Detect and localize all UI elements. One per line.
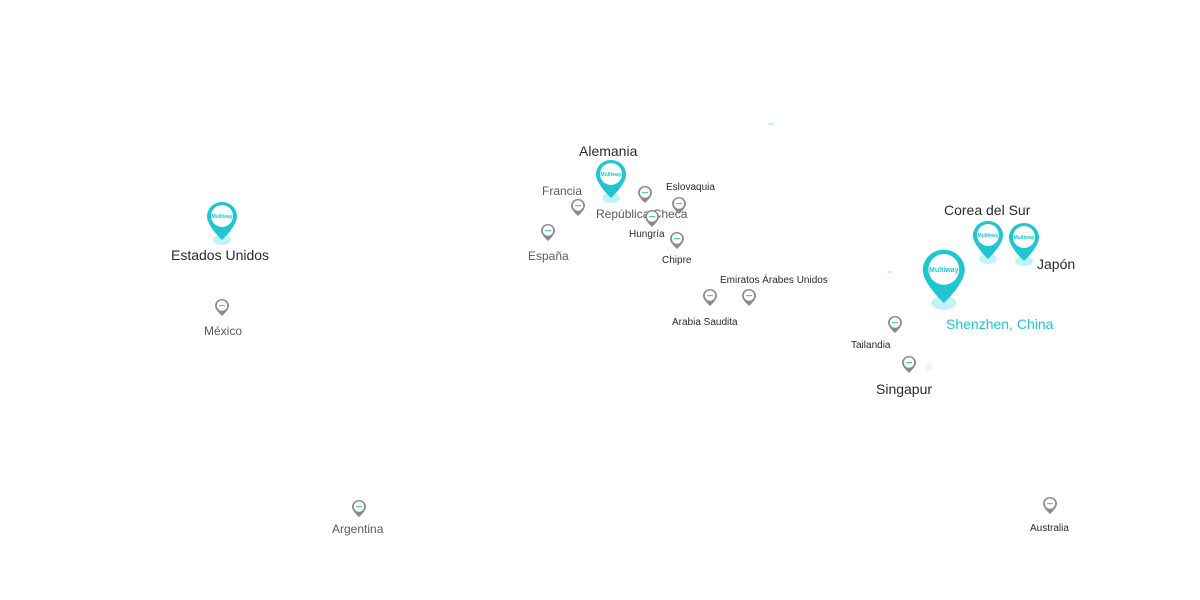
- marker-pin-face: [211, 205, 233, 227]
- map-pin-small-icon: [638, 186, 652, 203]
- map-pin-small-icon: [541, 224, 555, 241]
- marker-pin-face: [977, 224, 999, 246]
- map-pin-small-icon: [215, 299, 229, 316]
- map-marker-argentina[interactable]: [351, 499, 367, 519]
- marker-pin-mark: [1047, 503, 1053, 505]
- marker-pin-mark: [707, 295, 713, 297]
- marker-pin-mark: [642, 192, 648, 194]
- marker-pin-face: [1013, 226, 1035, 248]
- map-pin-small-icon: [571, 199, 585, 216]
- map-marker-arabia[interactable]: [702, 288, 718, 308]
- marker-pin-mark: [674, 238, 680, 240]
- marker-pin-mark: [906, 362, 912, 364]
- marker-pin-mark: [746, 295, 752, 297]
- location-label-argentina: Argentina: [332, 522, 384, 536]
- map-marker-corea[interactable]: Multiway: [971, 219, 1005, 265]
- marker-pin-mark: [575, 205, 581, 207]
- marker-pin-mark: [892, 322, 898, 324]
- location-label-alemania: Alemania: [579, 143, 638, 159]
- marker-pin-mark: [649, 216, 655, 218]
- location-label-arabia: Arabia Saudita: [672, 317, 738, 328]
- map-pin-small-icon: [672, 197, 686, 214]
- location-label-republica-checa: República Checa: [596, 207, 688, 221]
- map-pin-small-icon: [352, 500, 366, 517]
- map-pin-small-icon: [703, 289, 717, 306]
- marker-pin-mark: [356, 506, 362, 508]
- map-marker-japon[interactable]: Multiway: [1007, 221, 1041, 267]
- map-marker-australia[interactable]: [1042, 496, 1058, 516]
- marker-pin-face: [600, 163, 622, 185]
- location-label-mexico: México: [204, 324, 243, 338]
- map-marker-eslovaquia[interactable]: [671, 196, 687, 216]
- decorative-dot: [926, 363, 932, 371]
- map-marker-chipre[interactable]: [669, 231, 685, 251]
- marker-pin-mark: [676, 203, 682, 205]
- location-label-estados-unidos: Estados Unidos: [171, 247, 270, 263]
- map-marker-shenzhen[interactable]: Multiway: [920, 247, 968, 311]
- map-pin-multiway-icon: Multiway: [1009, 223, 1039, 266]
- map-marker-emiratos[interactable]: [741, 288, 757, 308]
- location-label-japon: Japón: [1037, 256, 1076, 272]
- location-label-francia: Francia: [542, 184, 583, 198]
- map-marker-espana[interactable]: [540, 223, 556, 243]
- map-pin-small-icon: [888, 316, 902, 333]
- location-label-tailandia: Tailandia: [851, 340, 891, 351]
- location-label-australia: Australia: [1030, 523, 1069, 534]
- map-pin-small-icon: [902, 356, 916, 373]
- map-pin-multiway-icon: Multiway: [922, 249, 965, 310]
- map-marker-hungria[interactable]: [644, 209, 660, 229]
- map-marker-mexico[interactable]: [214, 298, 230, 318]
- map-pin-small-icon: [1043, 497, 1057, 514]
- map-marker-francia[interactable]: [570, 198, 586, 218]
- marker-brand-text: Multiway: [211, 214, 232, 220]
- marker-brand-text: Multiway: [600, 172, 621, 178]
- marker-brand-text: Multiway: [1013, 235, 1034, 241]
- location-label-espana: España: [528, 249, 569, 263]
- map-pin-small-icon: [670, 232, 684, 249]
- marker-glow: [931, 295, 957, 310]
- marker-pin-mark: [219, 305, 225, 307]
- location-label-emiratos: Emiratos Árabes Unidos: [720, 275, 828, 286]
- marker-brand-text: Multiway: [929, 267, 959, 274]
- map-marker-tailandia[interactable]: [887, 315, 903, 335]
- decorative-dot: [768, 123, 774, 125]
- map-pin-multiway-icon: Multiway: [596, 160, 626, 203]
- map-pin-small-icon: [645, 210, 659, 227]
- location-label-hungria: Hungría: [629, 229, 665, 240]
- map-pin-multiway-icon: Multiway: [207, 202, 237, 245]
- location-label-singapur: Singapur: [876, 381, 933, 397]
- location-label-chipre: Chipre: [662, 255, 692, 266]
- marker-pin-face: [928, 253, 960, 285]
- marker-brand-text: Multiway: [977, 233, 998, 239]
- marker-pin-mark: [545, 230, 551, 232]
- map-pin-small-icon: [742, 289, 756, 306]
- map-marker-alemania[interactable]: Multiway: [594, 158, 628, 204]
- location-label-eslovaquia: Eslovaquia: [666, 182, 715, 193]
- decorative-dot: [888, 271, 892, 273]
- location-label-shenzhen: Shenzhen, China: [946, 316, 1054, 332]
- map-marker-republica-checa[interactable]: [637, 185, 653, 205]
- map-pin-multiway-icon: Multiway: [973, 221, 1003, 264]
- location-label-corea: Corea del Sur: [944, 202, 1031, 218]
- map-marker-estados-unidos[interactable]: Multiway: [205, 200, 239, 246]
- map-marker-singapur[interactable]: [901, 355, 917, 375]
